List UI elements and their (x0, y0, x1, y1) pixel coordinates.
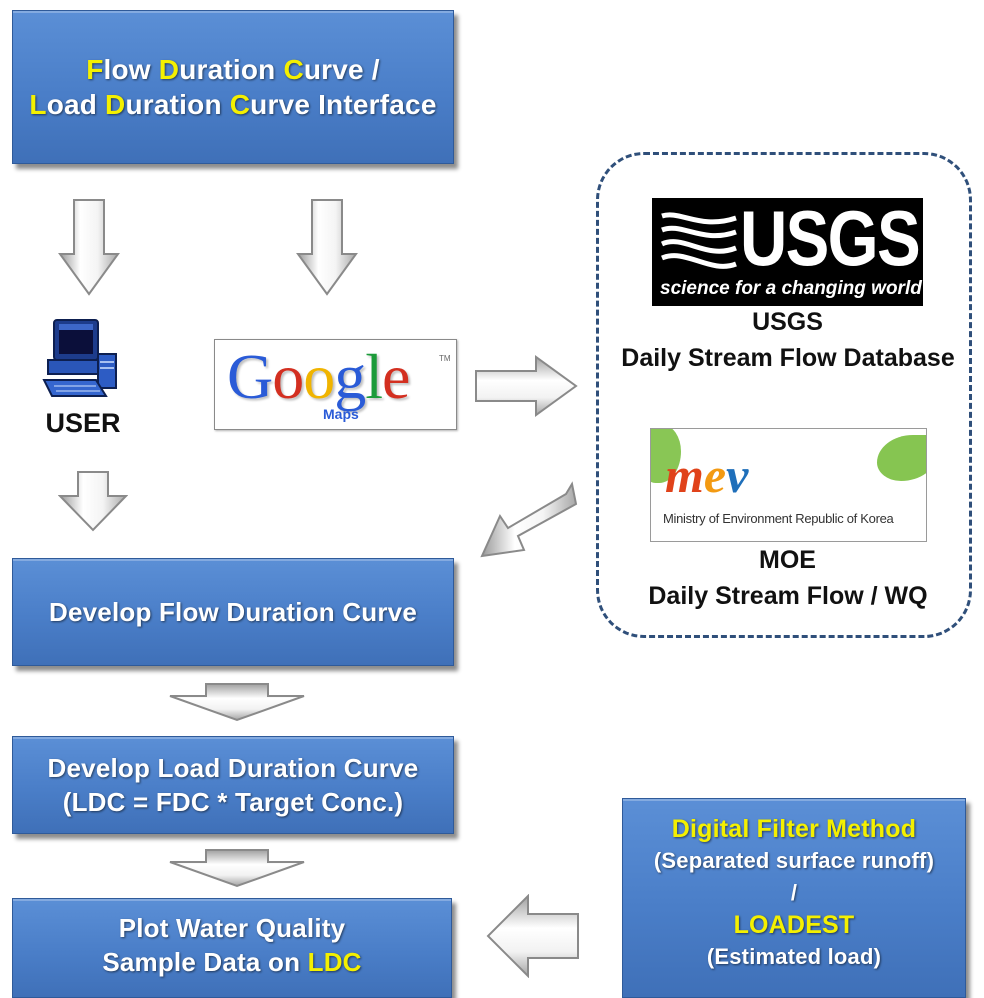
moe-logo-caption: Ministry of Environment Republic of Kore… (663, 511, 894, 526)
computer-user-icon (42, 319, 117, 397)
develop-ldc-line-1: Develop Load Duration Curve (47, 753, 419, 783)
filter-line-4: LOADEST (733, 911, 855, 939)
header-highlight-letter: C (229, 89, 251, 120)
header-text: uration (125, 89, 230, 120)
header-text: uration (179, 54, 284, 85)
plot-wq-line-2: Sample Data on LDC (102, 947, 362, 977)
usgs-subtitle: Daily Stream Flow Database (621, 344, 955, 372)
filter-line-1: Digital Filter Method (671, 815, 917, 843)
header-highlight-letter: D (105, 89, 126, 120)
down-arrow-icon (58, 471, 128, 532)
usgs-title: USGS (752, 308, 823, 336)
header-highlight-letter: C (283, 54, 304, 85)
user-label: USER (45, 408, 121, 438)
usgs-logo-text: USGS (740, 194, 921, 282)
header-text: oad (46, 89, 106, 120)
google-maps-logo[interactable]: Google TM Maps (214, 339, 457, 430)
right-arrow-icon (475, 355, 578, 417)
google-maps-sub: Maps (323, 406, 359, 422)
moe-subtitle: Daily Stream Flow / WQ (648, 582, 928, 610)
header-highlight-letter: F (86, 54, 104, 85)
header-line-1: Flow Duration Curve / (86, 52, 380, 87)
header-line-2: Load Duration Curve Interface (29, 87, 436, 122)
header-highlight-letter: D (158, 54, 180, 85)
develop-fdc-label: Develop Flow Duration Curve (48, 596, 417, 627)
down-arrow-icon (169, 683, 305, 722)
develop-ldc-box: Develop Load Duration Curve (LDC = FDC *… (12, 736, 454, 834)
data-sources-group (596, 152, 972, 638)
header-box: Flow Duration Curve / Load Duration Curv… (12, 10, 454, 164)
usgs-logo[interactable]: USGS science for a changing world (652, 194, 923, 306)
header-text: urve / (303, 54, 380, 85)
google-tm: TM (439, 354, 451, 363)
usgs-tagline: science for a changing world (660, 278, 922, 299)
down-arrow-icon (169, 849, 305, 888)
develop-ldc-line-2: (LDC = FDC * Target Conc.) (62, 787, 404, 817)
develop-fdc-box: Develop Flow Duration Curve (12, 558, 454, 666)
filter-line-3: / (790, 880, 798, 905)
header-highlight-letter: L (29, 89, 47, 120)
down-arrow-icon (296, 199, 358, 296)
diagonal-arrow-icon (480, 481, 578, 558)
down-arrow-icon (58, 199, 120, 296)
moe-logo[interactable]: mev Ministry of Environment Republic of … (650, 428, 927, 542)
google-logo-text: Google (227, 341, 410, 412)
filter-line-2: (Separated surface runoff) (653, 848, 935, 873)
header-text: low (103, 54, 159, 85)
left-arrow-icon (486, 894, 579, 978)
usgs-wave-icon (660, 212, 737, 269)
leaf-decoration-icon (877, 435, 926, 481)
digital-filter-box: Digital Filter Method (Separated surface… (622, 798, 966, 998)
plot-wq-line-1: Plot Water Quality (118, 913, 346, 943)
header-text: urve Interface (250, 89, 437, 120)
moe-logo-text: mev (665, 447, 749, 503)
plot-wq-box: Plot Water Quality Sample Data on LDC (12, 898, 452, 998)
moe-title: MOE (759, 546, 816, 574)
filter-line-5: (Estimated load) (706, 944, 882, 969)
